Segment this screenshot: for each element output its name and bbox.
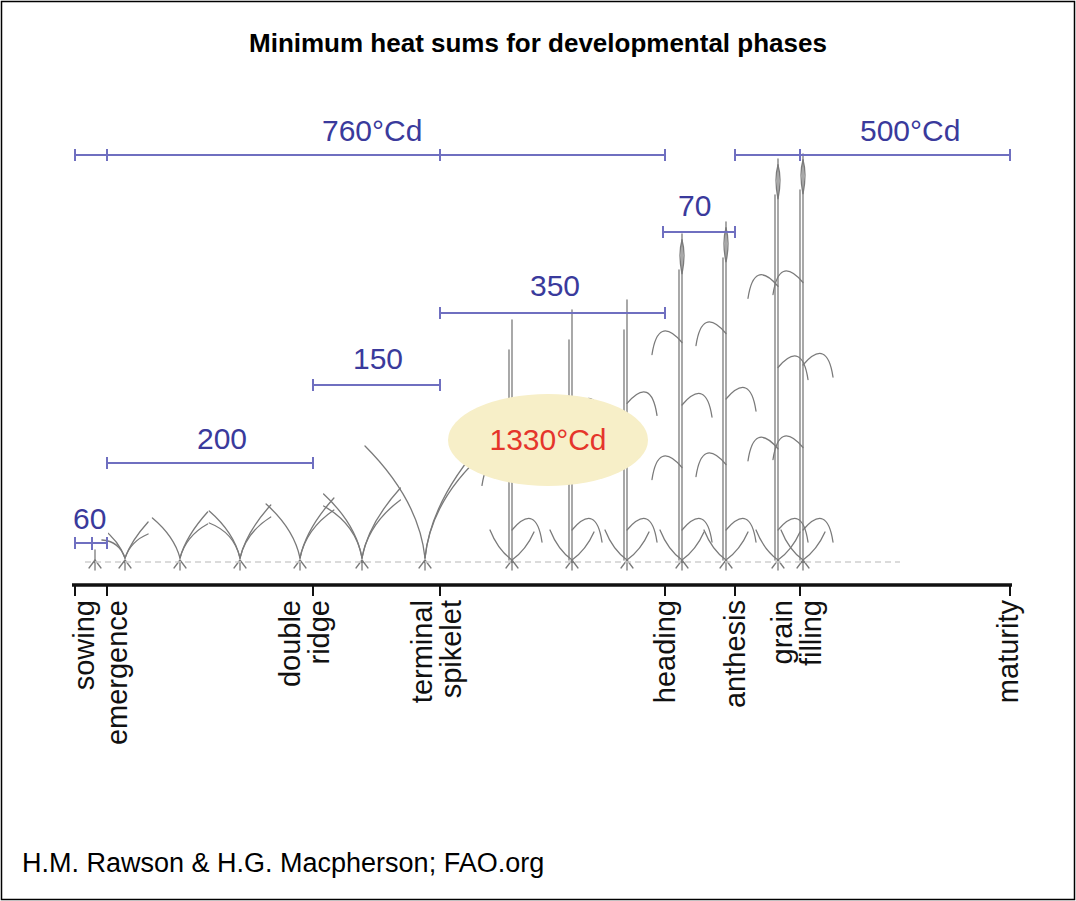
plant-stroke bbox=[300, 510, 334, 558]
plant-stroke bbox=[681, 234, 682, 240]
source-caption: H.M. Rawson & H.G. Macpherson; FAO.org bbox=[22, 848, 544, 879]
plant-stroke bbox=[773, 436, 803, 460]
plant-stroke bbox=[550, 530, 594, 560]
plant-stroke bbox=[94, 550, 95, 560]
heat-sum-value: 60 bbox=[71, 502, 108, 535]
growth-stage-label: maturity bbox=[994, 600, 1023, 820]
plant-stroke bbox=[756, 530, 800, 560]
plant-stroke bbox=[722, 258, 723, 560]
heat-sum-value: 70 bbox=[676, 189, 713, 222]
growth-stage-label: double ridge bbox=[276, 600, 334, 710]
plant-stroke bbox=[802, 160, 803, 560]
ground-line bbox=[85, 561, 900, 563]
plant-stroke bbox=[627, 518, 657, 542]
total-heat-sum: 1330°Cd bbox=[489, 423, 606, 457]
plant-stroke bbox=[605, 530, 649, 560]
plant-stroke bbox=[725, 222, 726, 228]
plant-stroke bbox=[660, 530, 704, 560]
plant-stroke bbox=[300, 498, 334, 558]
plant-stroke bbox=[678, 270, 679, 560]
growth-stage-label: emergence bbox=[103, 600, 132, 820]
plant-stroke bbox=[266, 504, 300, 558]
plant-stroke bbox=[125, 534, 148, 558]
plant-stroke bbox=[652, 331, 682, 355]
plant-stroke bbox=[680, 240, 684, 274]
plant-stroke bbox=[240, 517, 271, 558]
plant-stroke bbox=[799, 190, 800, 560]
plant-stroke bbox=[209, 511, 240, 558]
growth-stage-label: grain filling bbox=[768, 600, 826, 710]
plant-stroke bbox=[652, 456, 682, 480]
plant-stroke bbox=[777, 165, 778, 560]
phase-bars bbox=[75, 149, 1010, 550]
plant-stroke bbox=[627, 392, 657, 416]
plant-stroke bbox=[324, 506, 362, 558]
plant-stroke bbox=[125, 522, 148, 558]
plant-stroke bbox=[801, 160, 805, 194]
plant-stroke bbox=[240, 505, 271, 558]
total-heat-ellipse: 1330°Cd bbox=[448, 394, 648, 486]
plant-stroke bbox=[726, 518, 756, 542]
plant-stroke bbox=[724, 228, 728, 262]
growth-stage-label: heading bbox=[651, 600, 680, 820]
heat-sum-value: 760°Cd bbox=[320, 114, 424, 147]
plant-stroke bbox=[180, 512, 208, 558]
plant-stroke bbox=[777, 159, 778, 165]
plant-stroke bbox=[180, 524, 208, 558]
plant-stroke bbox=[704, 530, 748, 560]
plant-stroke bbox=[774, 195, 775, 560]
plant-stroke bbox=[803, 353, 833, 377]
plant-stroke bbox=[696, 453, 726, 477]
plant-stroke bbox=[726, 387, 756, 411]
plant-stroke bbox=[696, 322, 726, 346]
wheat-plants bbox=[89, 154, 833, 570]
heat-sum-value: 200 bbox=[195, 422, 249, 455]
chart-title: Minimum heat sums for developmental phas… bbox=[249, 28, 827, 59]
plant-stroke bbox=[209, 523, 240, 558]
growth-stage-label: terminal spikelet bbox=[408, 600, 466, 722]
plant-stroke bbox=[362, 488, 400, 558]
growth-stage-label: anthesis bbox=[721, 600, 750, 820]
plant-stroke bbox=[152, 518, 180, 558]
plant-stroke bbox=[781, 530, 825, 560]
plant-stroke bbox=[725, 228, 726, 560]
plant-stroke bbox=[682, 393, 712, 417]
plant-stroke bbox=[512, 518, 542, 542]
plant-stroke bbox=[362, 500, 400, 558]
plant-stroke bbox=[776, 165, 780, 199]
plant-stroke bbox=[803, 518, 833, 542]
plant-stroke bbox=[773, 271, 803, 295]
plant-stroke bbox=[681, 240, 682, 560]
growth-stage-label: sowing bbox=[70, 600, 99, 820]
plant-stroke bbox=[365, 446, 425, 558]
time-axis bbox=[72, 585, 1012, 596]
plant-stroke bbox=[572, 518, 602, 542]
plant-stroke bbox=[324, 494, 362, 558]
heat-sum-value: 500°Cd bbox=[858, 114, 962, 147]
heat-sum-value: 150 bbox=[351, 342, 405, 375]
plant-stroke bbox=[490, 530, 534, 560]
heat-sum-value: 350 bbox=[528, 269, 582, 302]
